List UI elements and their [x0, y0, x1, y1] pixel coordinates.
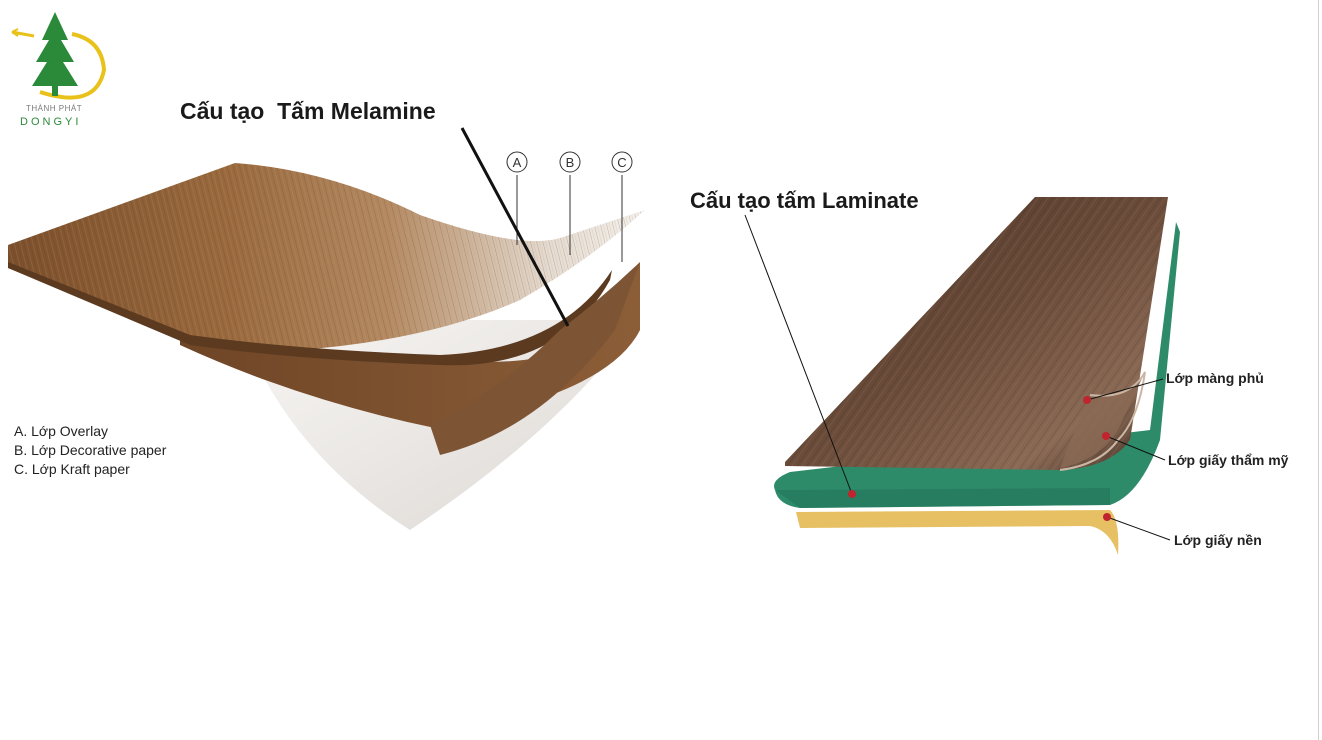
top-sheet-edge — [8, 262, 612, 366]
logo-text-line2: DONGYI — [20, 116, 82, 128]
svg-text:B: B — [566, 155, 575, 170]
base-paper-layer — [796, 510, 1119, 555]
melamine-title-pointer — [460, 127, 570, 327]
pine-tree-logo-icon — [11, 12, 107, 100]
label-overlay-film: Lớp màng phủ — [1166, 370, 1264, 386]
legend-item-overlay: A. Lớp Overlay — [14, 423, 108, 439]
label-decor-paper: Lớp giấy thẩm mỹ — [1168, 452, 1289, 468]
kraft-curl — [430, 262, 640, 455]
peeled-overlay-corner — [1060, 372, 1145, 468]
melamine-title: Cấu tạo Tấm Melamine — [180, 98, 436, 124]
laminate-diagram — [744, 197, 1180, 555]
laminate-title: Cấu tạo tấm Laminate — [690, 188, 919, 213]
laminate-markers — [848, 396, 1111, 521]
logo-text-line1: THÀNH PHÁT — [26, 104, 83, 113]
logo — [11, 12, 107, 100]
melamine-diagram: A B C — [8, 127, 645, 530]
melamine-legend: A. Lớp Overlay B. Lớp Decorative paper C… — [14, 422, 166, 479]
svg-text:C: C — [617, 155, 626, 170]
page-edge-divider — [1318, 0, 1319, 740]
marker-circles: A B C — [506, 151, 633, 173]
legend-item-kraft: C. Lớp Kraft paper — [14, 461, 130, 477]
laminate-pointers — [744, 214, 1171, 541]
label-base-paper: Lớp giấy nền — [1174, 532, 1262, 548]
legend-item-decorative: B. Lớp Decorative paper — [14, 442, 167, 458]
svg-text:A: A — [513, 155, 522, 170]
